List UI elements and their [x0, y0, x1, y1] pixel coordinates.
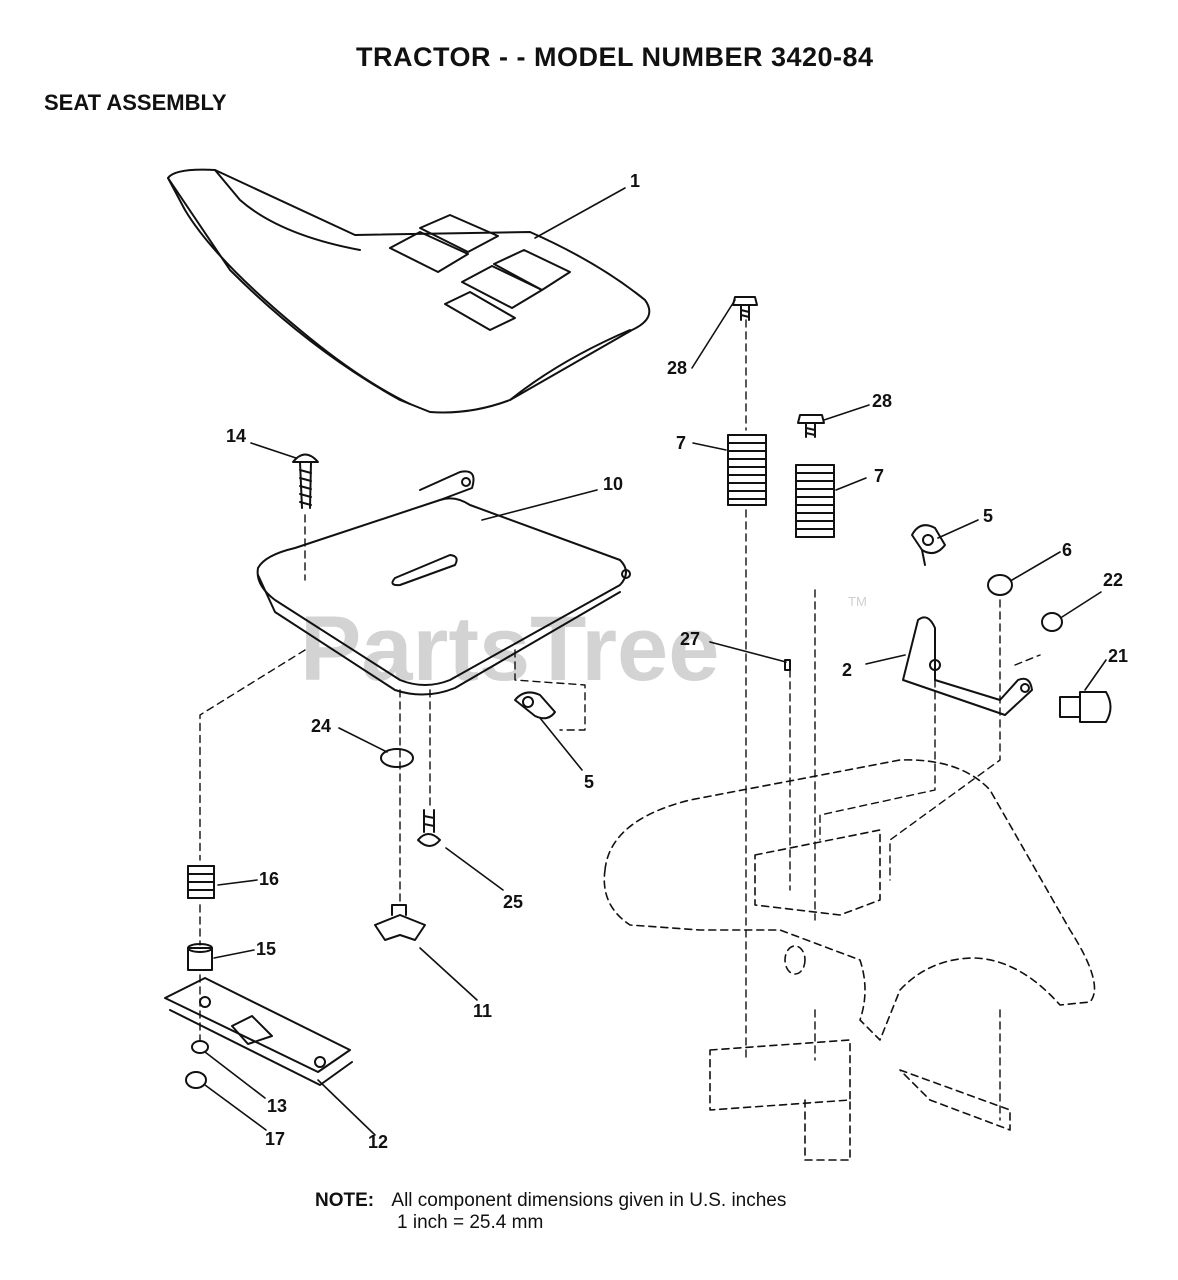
leader-lines	[204, 187, 1107, 1136]
callout-13: 13	[267, 1096, 287, 1116]
part-bracket-2	[902, 616, 1033, 716]
part-screw-28b	[797, 414, 825, 438]
part-knob-11	[374, 904, 426, 941]
part-nut-13	[191, 1040, 209, 1054]
callout-7a: 7	[676, 433, 686, 453]
callout-15: 15	[256, 939, 276, 959]
callout-16: 16	[259, 869, 279, 889]
part-washer-22	[1041, 612, 1063, 632]
part-bolt-25	[417, 809, 441, 847]
part-bolt-21	[1059, 691, 1112, 723]
callout-14: 14	[226, 426, 246, 446]
part-screw-28a	[732, 296, 758, 321]
callout-5b: 5	[584, 772, 594, 792]
part-spacer-15	[187, 943, 213, 971]
callout-25: 25	[503, 892, 523, 912]
callout-11: 11	[473, 1001, 492, 1021]
callout-7b: 7	[874, 466, 884, 486]
part-carriage-bolt	[292, 453, 319, 509]
callout-2: 2	[842, 660, 852, 680]
note-line-2: 1 inch = 25.4 mm	[397, 1212, 544, 1233]
part-washer-24	[380, 748, 414, 768]
callout-5a: 5	[983, 506, 993, 526]
part-nut-6	[987, 574, 1013, 596]
part-spring-16	[187, 865, 215, 899]
section-title: SEAT ASSEMBLY	[44, 90, 227, 115]
note: NOTE: All component dimensions given in …	[315, 1190, 787, 1233]
callout-21: 21	[1108, 646, 1128, 666]
callout-22: 22	[1103, 570, 1123, 590]
tractor-frame	[603, 759, 1096, 1161]
part-spring-7b	[795, 464, 835, 538]
part-clip-5a	[911, 524, 946, 566]
callout-24: 24	[311, 716, 331, 736]
callout-17: 17	[265, 1129, 285, 1149]
alignment-lines	[199, 319, 1041, 1121]
callout-28b: 28	[872, 391, 892, 411]
watermark: PartsTree	[300, 598, 719, 700]
note-label: NOTE:	[315, 1190, 375, 1211]
part-seat-pan	[256, 470, 631, 696]
part-seat	[167, 168, 651, 414]
part-nut-17	[185, 1071, 207, 1089]
watermark-tm: TM	[848, 594, 867, 609]
part-plate-12	[164, 977, 353, 1086]
callout-labels: 1 10 14 28 28 7 7 5 6 22 21 27 2 24 5 25…	[226, 171, 1128, 1152]
callout-6: 6	[1062, 540, 1072, 560]
part-spring-7a	[727, 434, 767, 506]
callout-10: 10	[603, 474, 623, 494]
callout-28a: 28	[667, 358, 687, 378]
callout-27: 27	[680, 629, 700, 649]
callout-1: 1	[630, 171, 640, 191]
callout-12: 12	[368, 1132, 388, 1152]
note-line-1: All component dimensions given in U.S. i…	[391, 1190, 787, 1211]
page-title: TRACTOR - - MODEL NUMBER 3420-84	[356, 42, 874, 72]
